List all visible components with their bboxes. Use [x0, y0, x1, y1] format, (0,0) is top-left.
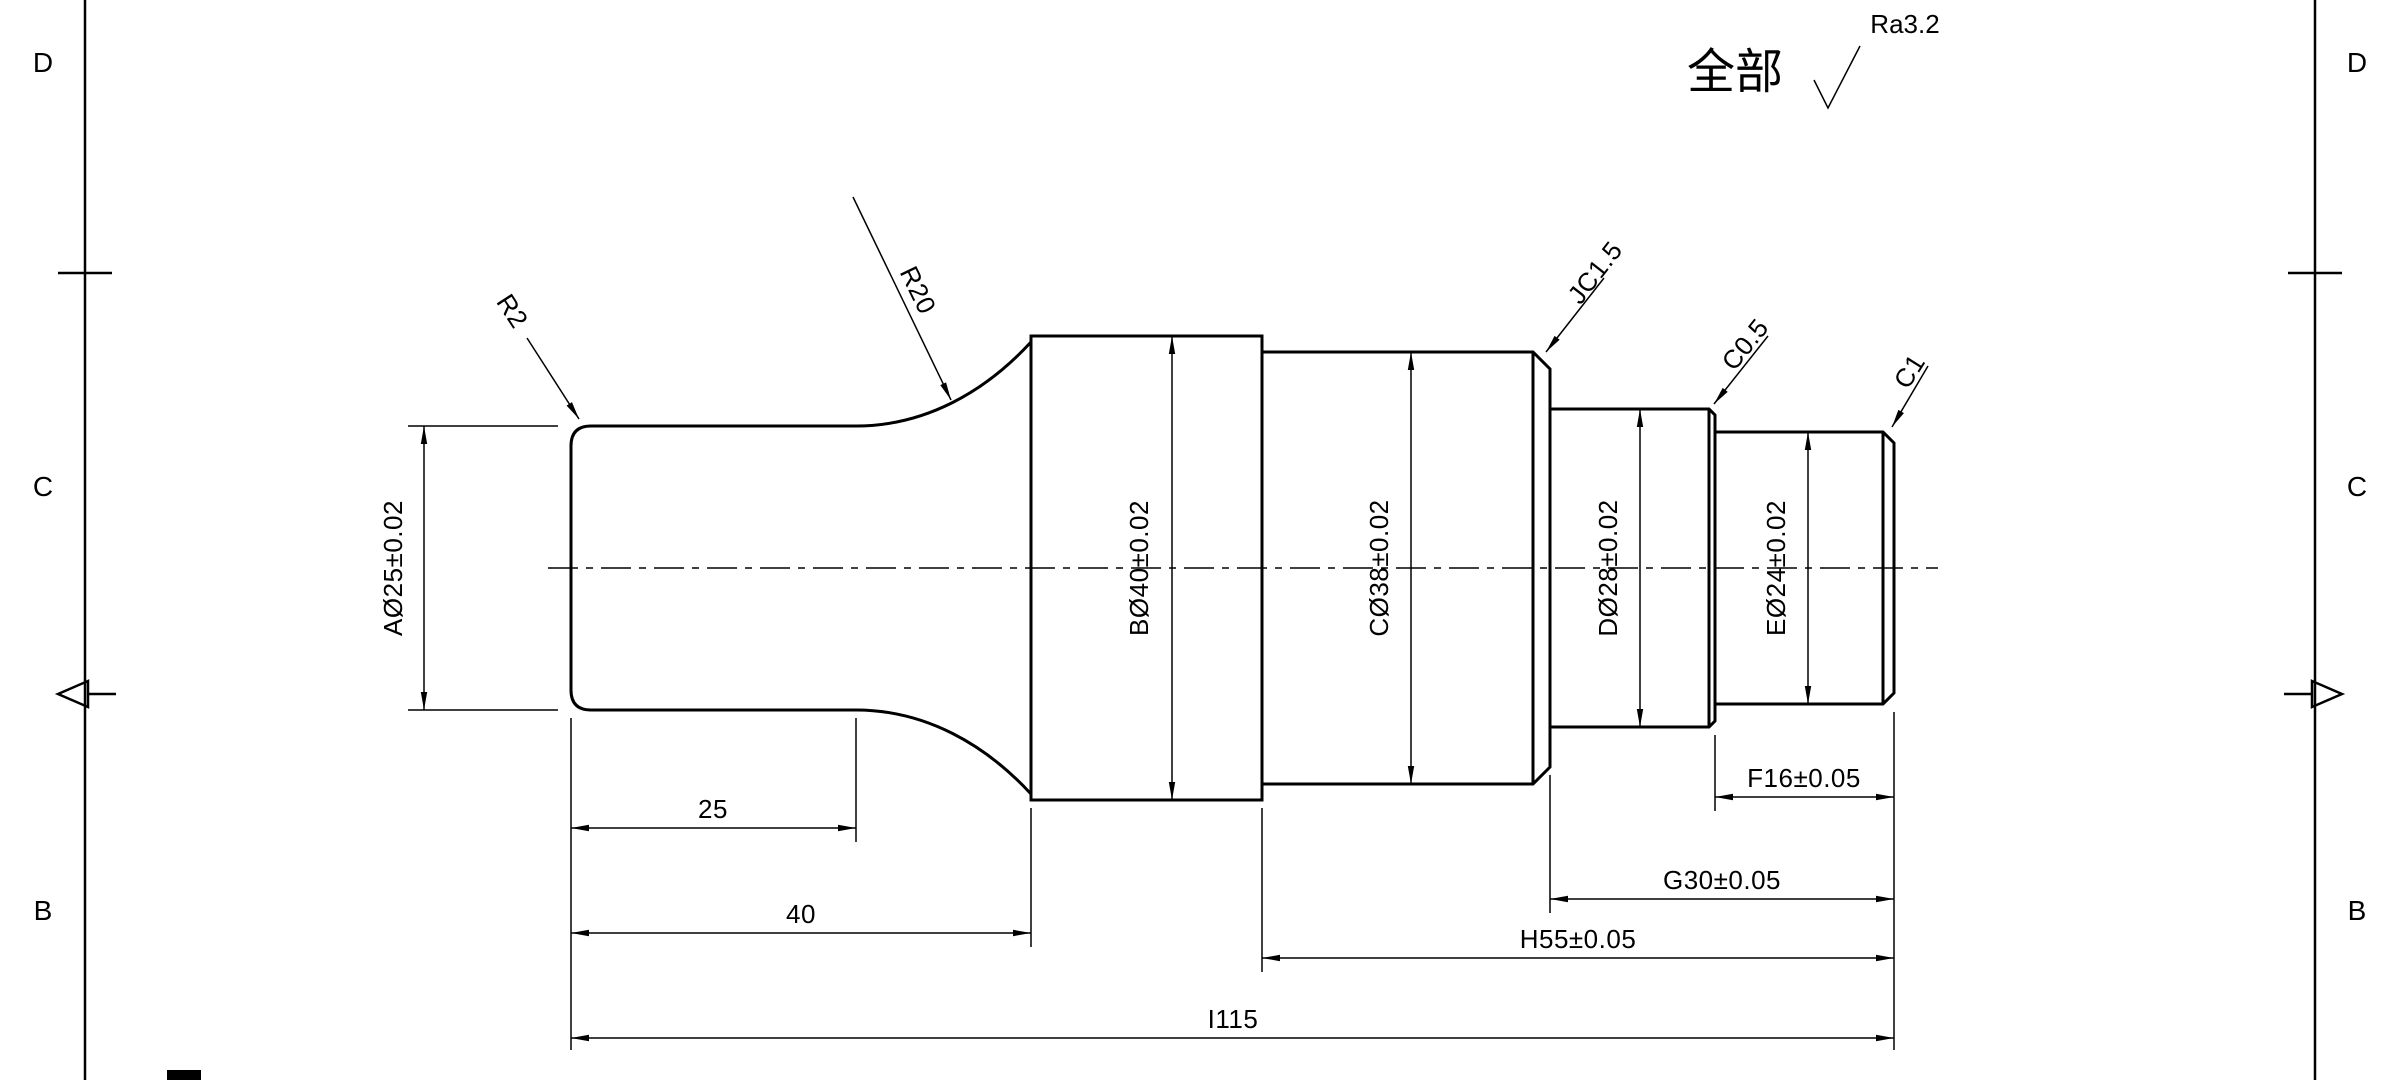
dimension-len-f: F16±0.05	[1715, 763, 1894, 801]
callout-chamfer-c1: C1	[1888, 349, 1932, 428]
surface-finish-note: 全部 Ra3.2	[1687, 9, 1940, 110]
surface-finish-icon	[1813, 45, 1861, 110]
dimension-dia-a: AØ25±0.02	[378, 425, 558, 711]
bottom-centering-mark	[167, 1070, 201, 1080]
dim-label-h: H55±0.05	[1520, 924, 1637, 954]
dim-label-g: G30±0.05	[1663, 865, 1781, 895]
drawing-frame: D C B D C B	[33, 0, 2367, 1080]
centering-mark-right	[2284, 679, 2346, 709]
callout-r20: R20	[852, 196, 952, 401]
dim-label-dia-c: CØ38±0.02	[1364, 499, 1394, 636]
callout-label-r20: R20	[894, 261, 943, 318]
shaft-part	[548, 334, 1938, 802]
callout-label-r2: R2	[491, 289, 535, 334]
dim-label-dia-b: BØ40±0.02	[1124, 500, 1154, 636]
zone-label-right-d: D	[2347, 47, 2367, 78]
callout-label-chamfer-c05: C0.5	[1715, 313, 1774, 376]
dimension-dia-c: CØ38±0.02	[1364, 352, 1415, 784]
dimension-dia-b: BØ40±0.02	[1124, 336, 1176, 800]
zone-label-right-b: B	[2348, 895, 2367, 926]
dim-label-i: I115	[1208, 1004, 1259, 1034]
dimension-len-25: 25	[571, 794, 856, 832]
callout-r2: R2	[491, 289, 580, 420]
dimension-dia-e: EØ24±0.02	[1761, 432, 1812, 704]
zone-label-left-b: B	[34, 895, 53, 926]
callout-chamfer-j: JC1.5	[1545, 235, 1628, 353]
dimension-dia-d: DØ28±0.02	[1593, 409, 1644, 727]
dim-label-40: 40	[786, 899, 816, 929]
zone-label-left-d: D	[33, 47, 53, 78]
callout-label-chamfer-j: JC1.5	[1561, 235, 1628, 309]
dim-label-dia-d: DØ28±0.02	[1593, 499, 1623, 636]
centering-mark-left	[54, 679, 116, 709]
callout-chamfer-c05: C0.5	[1713, 313, 1775, 405]
dimension-len-g: G30±0.05	[1550, 865, 1894, 903]
dimension-len-i: I115	[571, 1004, 1894, 1042]
finish-scope-label: 全部	[1687, 46, 1783, 99]
zone-label-right-c: C	[2347, 471, 2367, 502]
zone-label-left-c: C	[33, 471, 53, 502]
dim-label-dia-a: AØ25±0.02	[378, 500, 408, 636]
dimension-len-40: 40	[571, 899, 1031, 937]
dim-label-f: F16±0.05	[1747, 763, 1861, 793]
dim-label-25: 25	[698, 794, 728, 824]
callout-label-chamfer-c1: C1	[1888, 349, 1932, 394]
dimension-len-h: H55±0.05	[1262, 924, 1894, 962]
finish-roughness-value: Ra3.2	[1870, 9, 1939, 39]
dim-label-dia-e: EØ24±0.02	[1761, 500, 1791, 636]
